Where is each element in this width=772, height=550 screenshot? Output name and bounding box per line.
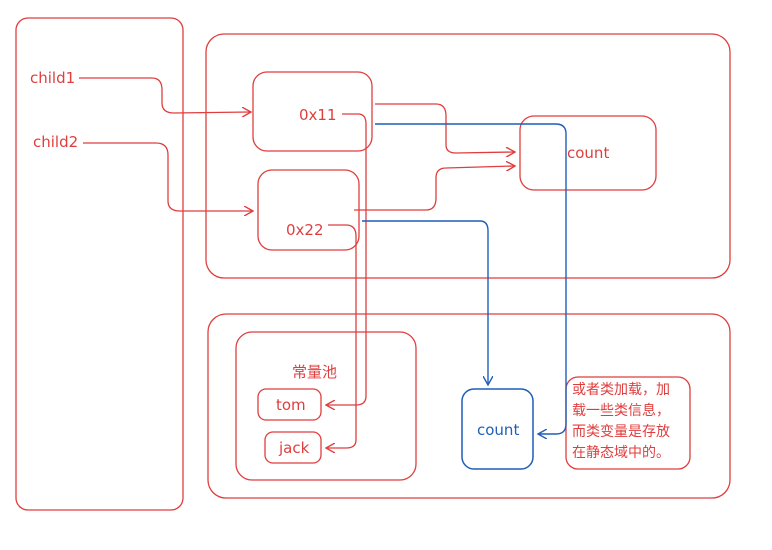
arrow-0x11-to-tom [327, 114, 366, 405]
arrow-0x11-to-count [375, 104, 514, 153]
tom-label: tom [276, 396, 306, 414]
static-count-label: count [477, 421, 520, 439]
address-0x11-label: 0x11 [299, 106, 337, 124]
arrow-0x22-to-static-count [362, 221, 488, 384]
child1-label: child1 [30, 69, 76, 87]
method-area-region [208, 314, 730, 498]
child2-label: child2 [33, 133, 79, 151]
constant-pool-label: 常量池 [292, 363, 338, 381]
constant-pool-box [236, 332, 416, 480]
note-line-4: 在静态域中的。 [572, 445, 670, 461]
jack-label: jack [279, 439, 310, 457]
arrow-0x11-to-static-count [375, 124, 566, 434]
heap-count-label: count [567, 144, 610, 162]
arrow-0x22-to-count [354, 166, 514, 210]
note-line-2: 载一些类信息， [572, 403, 670, 419]
stack-region [16, 18, 183, 510]
note-line-1: 或者类加载，加 [572, 382, 670, 398]
heap-region [206, 34, 730, 278]
arrow-child1-to-0x11 [79, 78, 250, 113]
arrow-0x22-to-jack [327, 225, 356, 448]
class-loading-note: 或者类加载，加 载一些类信息， 而类变量是存放 在静态域中的。 [572, 380, 692, 464]
arrow-child2-to-0x22 [83, 143, 252, 211]
note-line-3: 而类变量是存放 [572, 424, 670, 440]
address-0x22-label: 0x22 [286, 221, 324, 239]
